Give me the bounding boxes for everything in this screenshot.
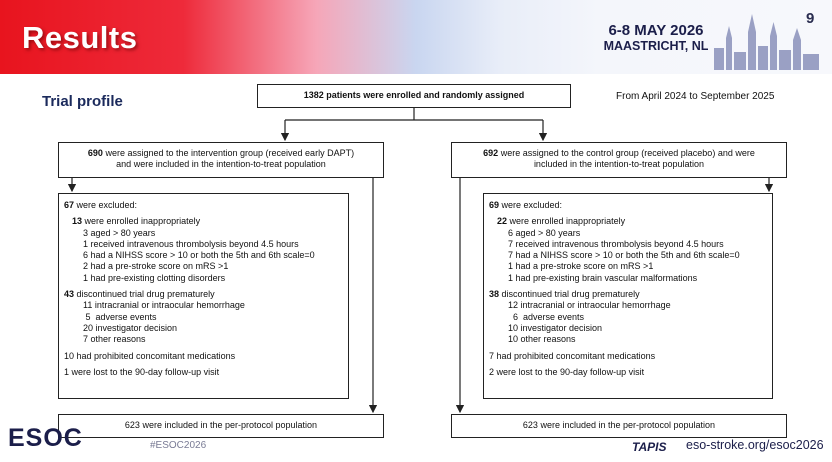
maastricht-skyline-icon [714, 14, 819, 70]
control-exclusions-box: 69 were excluded: 22 were enrolled inapp… [483, 193, 773, 399]
control-excluded-count: 69 [489, 200, 500, 210]
control-assignment-box: 692 were assigned to the control group (… [451, 142, 787, 178]
intervention-count: 690 [87, 148, 103, 158]
enrolled-text: 1382 patients were enrolled and randomly… [303, 90, 525, 101]
enrolled-box: 1382 patients were enrolled and randomly… [257, 84, 571, 108]
list-item: 11 intracranial or intraocular hemorrhag… [83, 300, 245, 311]
list-item: 1 received intravenous thrombolysis beyo… [83, 238, 299, 249]
intervention-inappropriate-count: 13 [72, 216, 83, 227]
page-number: 9 [806, 10, 815, 27]
intervention-per-protocol-box: 623 were included in the per-protocol po… [58, 414, 384, 438]
section-title: Trial profile [42, 93, 123, 110]
intervention-excluded-label: were excluded: [74, 200, 138, 210]
intervention-per-protocol-text: 623 were included in the per-protocol po… [124, 420, 318, 431]
list-item: 7 received intravenous thrombolysis beyo… [508, 238, 724, 249]
list-item: 6 aged > 80 years [508, 227, 581, 238]
sponsor-logo: TAPIS [632, 440, 667, 454]
slide-title: Results [22, 20, 138, 55]
control-inappropriate-label: were enrolled inappropriately [507, 216, 626, 227]
intervention-exclusions-box: 67 were excluded: 13 were enrolled inapp… [58, 193, 349, 399]
list-item: 1 had pre-existing clotting disorders [83, 272, 226, 283]
event-dates: 6-8 MAY 2026 [608, 22, 704, 39]
footer-hashtag: #ESOC2026 [150, 440, 207, 451]
event-place: MAASTRICHT, NL [603, 39, 709, 53]
intervention-prohibited: 10 had prohibited concomitant medication… [64, 350, 236, 361]
header-banner [0, 0, 832, 74]
list-item: 20 investigator decision [83, 322, 178, 333]
list-item: 5 adverse events [83, 311, 157, 322]
intervention-discontinued-count: 43 [64, 289, 75, 300]
intervention-assign-line2: and were included in the intention-to-tr… [116, 159, 326, 170]
list-item: 1 had pre-existing brain vascular malfor… [508, 272, 698, 283]
control-excluded-label: were excluded: [499, 200, 563, 210]
list-item: 3 aged > 80 years [83, 227, 156, 238]
control-discontinued-count: 38 [489, 289, 500, 300]
control-prohibited: 7 had prohibited concomitant medications [489, 350, 656, 361]
control-count: 692 [483, 148, 499, 158]
intervention-excluded-count: 67 [64, 200, 75, 210]
intervention-assign-line1: were assigned to the intervention group … [102, 148, 355, 158]
intervention-lost: 1 were lost to the 90-day follow-up visi… [64, 366, 220, 377]
esoc-logo: ESOC [8, 424, 83, 452]
control-assign-line1: were assigned to the control group (rece… [498, 148, 755, 158]
list-item: 1 had a pre-stroke score on mRS >1 [508, 261, 654, 272]
list-item: 10 investigator decision [508, 322, 603, 333]
list-item: 7 other reasons [83, 334, 146, 345]
intervention-inappropriate-label: were enrolled inappropriately [82, 216, 201, 227]
control-lost: 2 were lost to the 90-day follow-up visi… [489, 366, 645, 377]
control-per-protocol-text: 623 were included in the per-protocol po… [522, 420, 716, 431]
list-item: 6 adverse events [508, 311, 585, 322]
footer-url[interactable]: eso-stroke.org/esoc2026 [686, 438, 824, 452]
list-item: 10 other reasons [508, 334, 576, 345]
list-item: 2 had a pre-stroke score on mRS >1 [83, 261, 229, 272]
list-item: 12 intracranial or intraocular hemorrhag… [508, 300, 671, 311]
date-range: From April 2024 to September 2025 [616, 91, 775, 102]
control-per-protocol-box: 623 were included in the per-protocol po… [451, 414, 787, 438]
list-item: 7 had a NIHSS score > 10 or both the 5th… [508, 250, 740, 261]
list-item: 6 had a NIHSS score > 10 or both the 5th… [83, 250, 315, 261]
event-badge: 6-8 MAY 2026 MAASTRICHT, NL [594, 22, 718, 54]
control-discontinued-label: discontinued trial drug prematurely [499, 289, 640, 300]
intervention-discontinued-label: discontinued trial drug prematurely [74, 289, 215, 300]
intervention-assignment-box: 690 were assigned to the intervention gr… [58, 142, 384, 178]
control-assign-line2: included in the intention-to-treat popul… [533, 159, 705, 170]
control-inappropriate-count: 22 [497, 216, 508, 227]
